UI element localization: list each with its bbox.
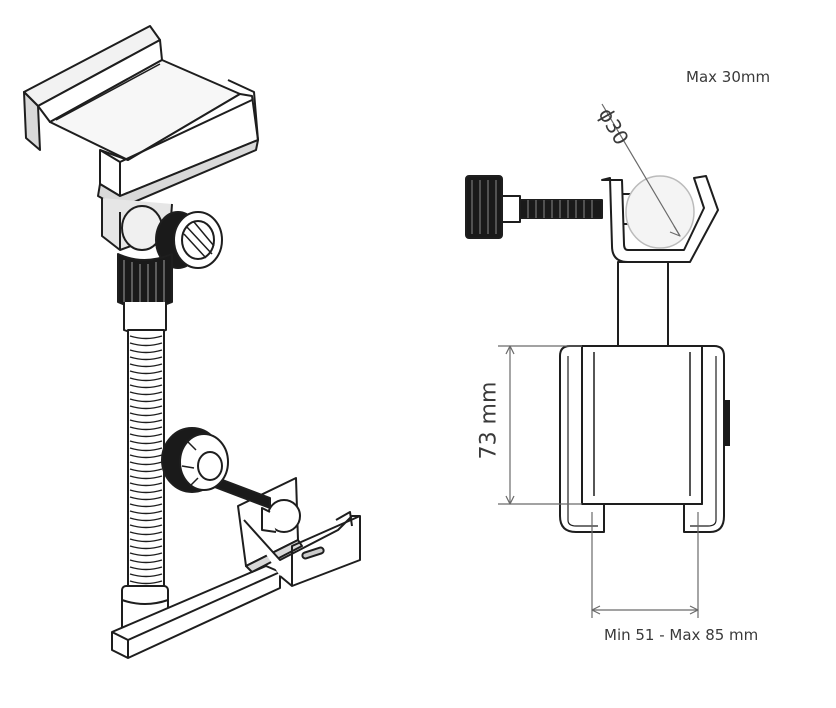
dim-height-arrows: [505, 345, 515, 505]
isometric-view: [23, 25, 361, 659]
dimension-lines: [498, 103, 699, 618]
dim-width-ext: [591, 512, 699, 618]
base-plate: [111, 565, 281, 659]
dim-width-arrows: [591, 605, 699, 615]
front-clamp-knob: [465, 175, 603, 239]
dim-diameter-leader: [601, 103, 681, 237]
clamp-screw: [161, 427, 271, 509]
front-phone-holder: [559, 345, 730, 533]
gooseneck-arm: [121, 329, 169, 639]
swivel-joint: [101, 198, 173, 251]
front-view: [465, 103, 730, 618]
joint-knob: [155, 211, 223, 269]
threaded-collar: [117, 253, 173, 335]
max-diameter-label: Max 30mm: [686, 68, 771, 86]
width-range-label: Min 51 - Max 85 mm: [604, 626, 759, 644]
phone-cradle: [23, 25, 259, 209]
height-dimension-label: 73 mm: [476, 381, 502, 460]
front-clamp-jaw: [601, 175, 719, 263]
dim-diameter-arrow: [669, 225, 681, 237]
front-stem: [617, 261, 669, 349]
